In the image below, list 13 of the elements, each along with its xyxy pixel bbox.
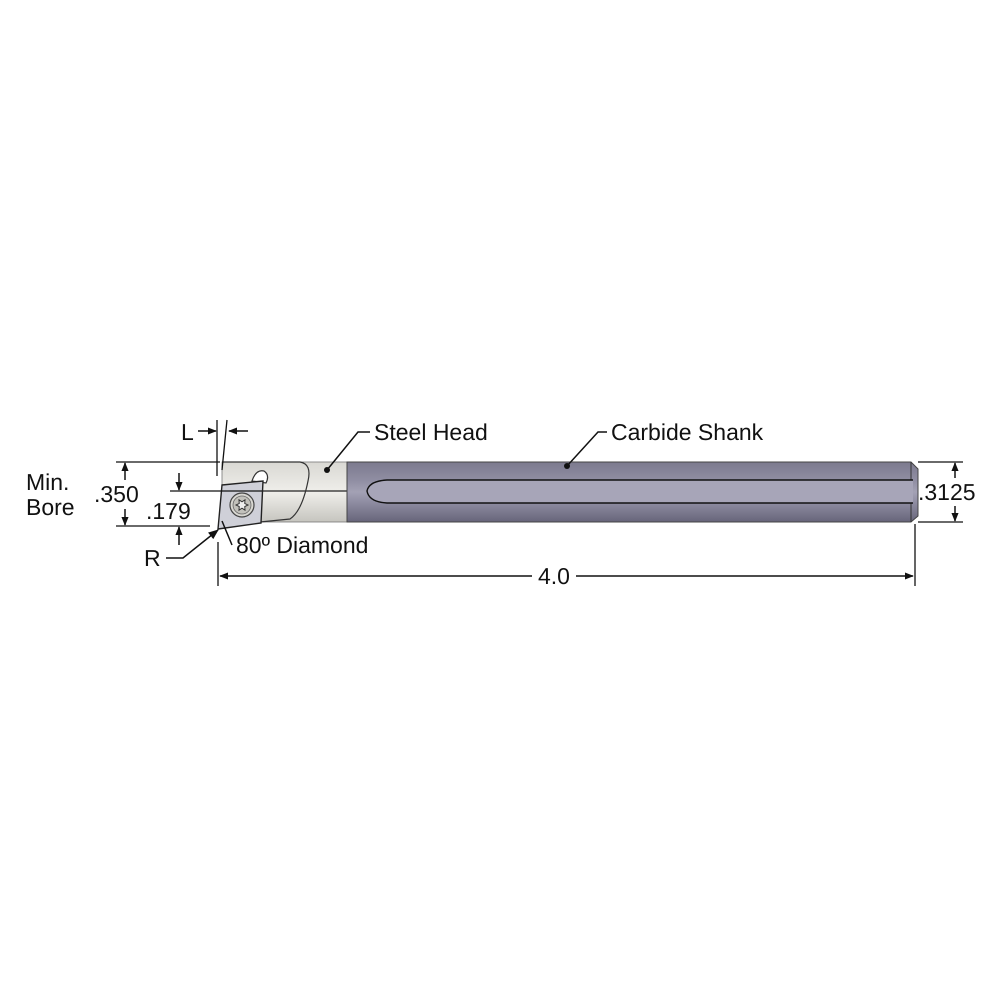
dimension-label: Min. Bore — [26, 470, 76, 520]
dimension-label: L — [181, 418, 194, 446]
leader-line — [166, 529, 219, 559]
leader-line — [564, 431, 607, 469]
part-label: R — [144, 544, 161, 572]
leader-line — [221, 520, 233, 546]
leader-line — [324, 431, 370, 473]
dimension-label: .350 — [94, 480, 139, 508]
dimension-label: .179 — [146, 497, 191, 525]
part-label: Steel Head — [374, 418, 488, 446]
dimension-label: .3125 — [918, 478, 976, 506]
part-label: 80º Diamond — [236, 531, 368, 559]
part-label: Carbide Shank — [611, 418, 764, 446]
